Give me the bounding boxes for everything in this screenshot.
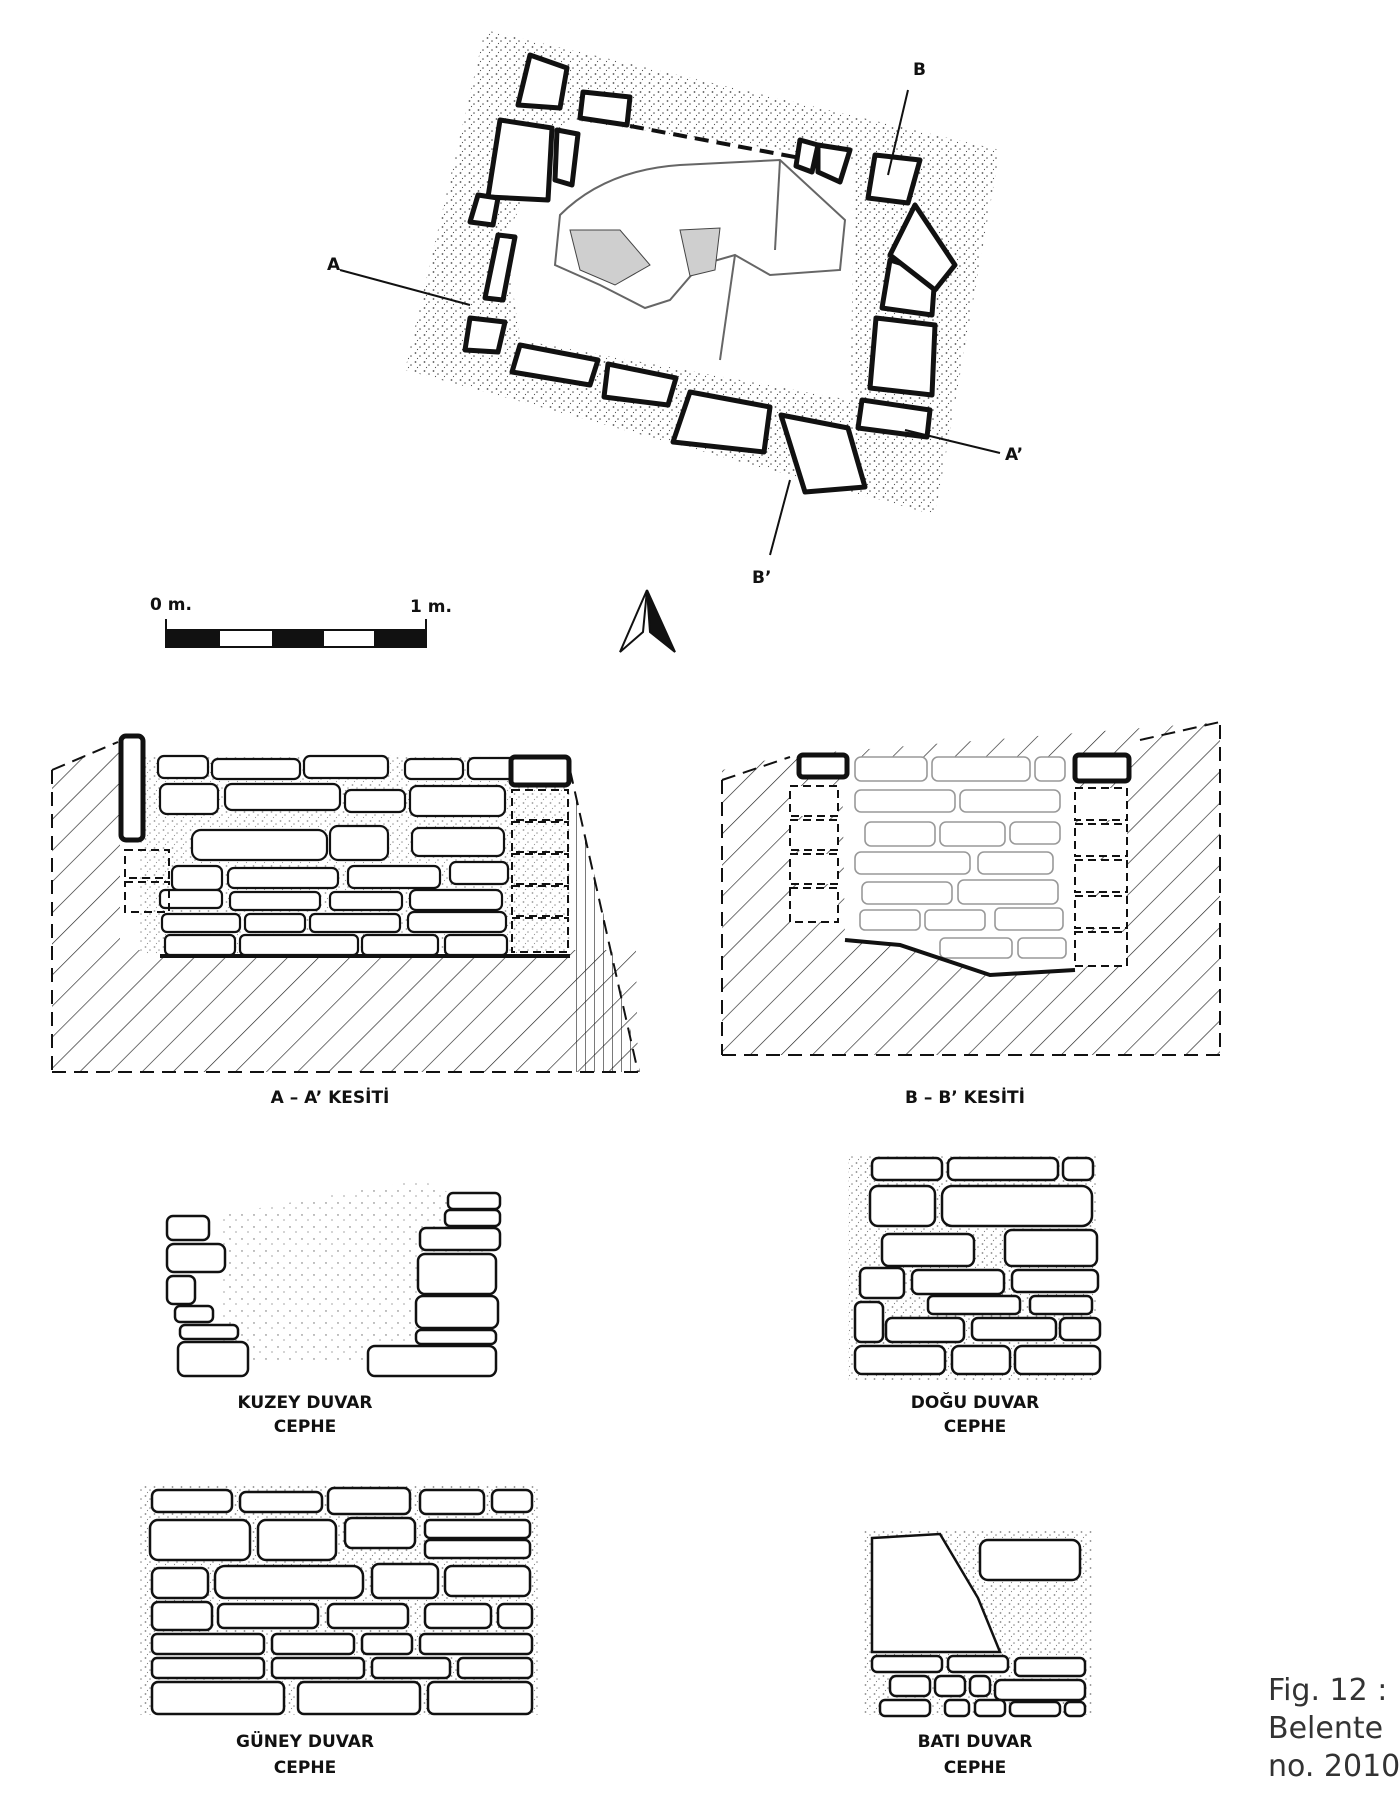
section-mark-a-prime: A’ <box>1005 445 1024 465</box>
section-mark-a: A <box>327 255 341 275</box>
bati-stones <box>870 1532 1087 1718</box>
section-line-b <box>887 89 909 176</box>
figure-caption-line1: Fig. 12 : <box>1268 1673 1388 1708</box>
plan-rubble <box>569 227 721 286</box>
section-bb-drawing <box>721 721 1221 1056</box>
section-line-b-prime <box>769 479 791 556</box>
section-aa-cap-stone <box>508 754 572 788</box>
section-mark-b: B <box>913 60 926 80</box>
section-aa-outline <box>51 741 639 1073</box>
guney-stones <box>148 1486 534 1716</box>
kuzey-duvar-title: KUZEY DUVAR <box>237 1393 373 1413</box>
section-aa-stones <box>156 754 520 957</box>
dogu-duvar-elevation <box>848 1155 1102 1380</box>
bati-duvar-elevation <box>862 1530 1092 1718</box>
plan-dashed-north-line <box>629 124 801 160</box>
bati-duvar-title: BATI DUVAR <box>917 1732 1033 1752</box>
kuzey-duvar-elevation <box>165 1180 502 1378</box>
scale-bar <box>165 619 427 648</box>
figure-caption-line2: Belente <box>1268 1711 1384 1746</box>
section-aa-title: A – A’ KESİTİ <box>270 1088 390 1108</box>
dogu-duvar-subtitle: CEPHE <box>943 1417 1007 1437</box>
section-bb-dashed-blocks <box>789 785 1128 967</box>
kuzey-stones <box>165 1191 502 1378</box>
guney-duvar-title: GÜNEY DUVAR <box>236 1732 374 1752</box>
figure-caption-line3: no. 2010 <box>1268 1749 1400 1784</box>
dogu-stones <box>853 1156 1102 1376</box>
bati-duvar-subtitle: CEPHE <box>943 1758 1007 1778</box>
section-bb-faint-stones <box>854 756 1067 959</box>
scale-label-start: 0 m. <box>150 595 192 615</box>
section-bb-outline <box>721 721 1221 1056</box>
section-line-a-prime <box>904 429 1001 454</box>
dogu-duvar-title: DOĞU DUVAR <box>910 1393 1040 1413</box>
scale-label-end: 1 m. <box>410 597 452 617</box>
section-aa-drawing <box>51 733 640 1073</box>
section-aa-upright-stone <box>118 733 146 843</box>
north-arrow-icon <box>619 589 676 653</box>
guney-duvar-subtitle: CEPHE <box>273 1758 337 1778</box>
guney-duvar-elevation <box>140 1485 540 1716</box>
plan-view <box>339 30 1001 556</box>
section-line-a <box>339 269 471 306</box>
section-mark-b-prime: B’ <box>752 568 772 588</box>
plan-floor-traces <box>553 158 847 361</box>
section-aa-hatch-ground <box>52 740 638 1072</box>
section-bb-floor-line <box>844 938 1076 978</box>
section-bb-title: B – B’ KESİTİ <box>905 1088 1025 1108</box>
section-aa-dashed-blocks <box>124 789 569 953</box>
kuzey-duvar-subtitle: CEPHE <box>273 1417 337 1437</box>
plan-stones <box>462 52 958 495</box>
